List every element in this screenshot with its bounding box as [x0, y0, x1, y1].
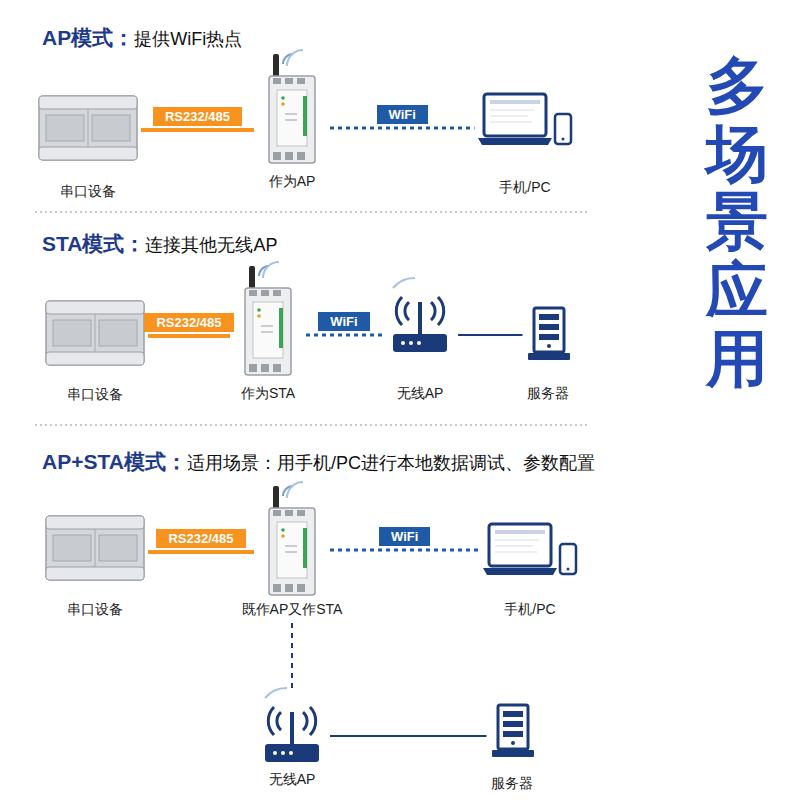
wifi-badge: WiFi	[318, 312, 369, 331]
device-caption: 作为STA	[241, 385, 295, 403]
wifi-serial-server-icon	[233, 262, 303, 377]
serial-badge: RS232/485	[144, 313, 233, 332]
wireless-ap-icon	[385, 280, 455, 355]
device-node: 手机/PC	[455, 522, 605, 619]
section-divider	[35, 424, 590, 426]
serial-badge: RS232/485	[156, 529, 245, 548]
device-caption: 服务器	[527, 385, 569, 403]
phone-pc-icon	[478, 92, 573, 147]
device-caption: 手机/PC	[499, 179, 550, 197]
device-caption: 串口设备	[60, 183, 116, 201]
mode-name: STA模式：	[42, 230, 145, 258]
device-caption: 手机/PC	[504, 601, 555, 619]
wifi-link	[291, 623, 293, 688]
section-heading: STA模式：连接其他无线AP	[42, 230, 277, 258]
mode-description: 适用场景：用手机/PC进行本地数据调试、参数配置	[187, 451, 595, 475]
device-node: 服务器	[437, 702, 587, 793]
device-caption: 串口设备	[67, 601, 123, 619]
serial-link	[141, 128, 254, 132]
wifi-link	[330, 127, 475, 130]
wifi-link	[306, 334, 382, 337]
wifi-serial-server-icon	[257, 482, 327, 597]
wifi-badge: WiFi	[379, 527, 430, 546]
server-icon	[526, 305, 571, 361]
mode-description: 连接其他无线AP	[145, 233, 277, 257]
device-caption: 无线AP	[269, 771, 316, 789]
server-icon	[490, 702, 535, 758]
device-node: 无线AP	[217, 690, 367, 789]
serial-device-icon	[45, 515, 145, 581]
mode-name: AP+STA模式：	[42, 448, 187, 476]
mode-name: AP模式：	[42, 24, 134, 52]
section-heading: AP模式：提供WiFi热点	[42, 24, 242, 52]
device-node: 串口设备	[13, 95, 163, 201]
device-node: 手机/PC	[450, 92, 600, 197]
vertical-title: 多场景应用	[706, 52, 768, 393]
device-caption: 服务器	[491, 775, 533, 793]
wifi-link	[330, 549, 480, 552]
device-node: 服务器	[473, 305, 623, 403]
serial-device-icon	[38, 95, 138, 161]
network-link	[458, 334, 523, 336]
phone-pc-icon	[483, 522, 578, 577]
wifi-badge: WiFi	[377, 105, 428, 124]
section-heading: AP+STA模式：适用场景：用手机/PC进行本地数据调试、参数配置	[42, 448, 595, 476]
device-node: 作为STA	[193, 262, 343, 403]
device-caption: 作为AP	[269, 173, 316, 191]
serial-link	[148, 334, 230, 338]
device-node: 串口设备	[20, 515, 170, 619]
wifi-serial-server-icon	[257, 50, 327, 165]
device-node: 无线AP	[345, 280, 495, 403]
mode-description: 提供WiFi热点	[134, 27, 242, 51]
wireless-ap-icon	[257, 690, 327, 765]
device-caption: 既作AP又作STA	[242, 601, 343, 619]
network-link	[330, 735, 487, 737]
serial-device-icon	[45, 300, 145, 366]
device-caption: 串口设备	[67, 386, 123, 404]
serial-link	[148, 550, 254, 554]
device-caption: 无线AP	[397, 385, 444, 403]
device-node: 既作AP又作STA	[217, 482, 367, 619]
section-divider	[35, 211, 590, 213]
serial-badge: RS232/485	[153, 107, 242, 126]
